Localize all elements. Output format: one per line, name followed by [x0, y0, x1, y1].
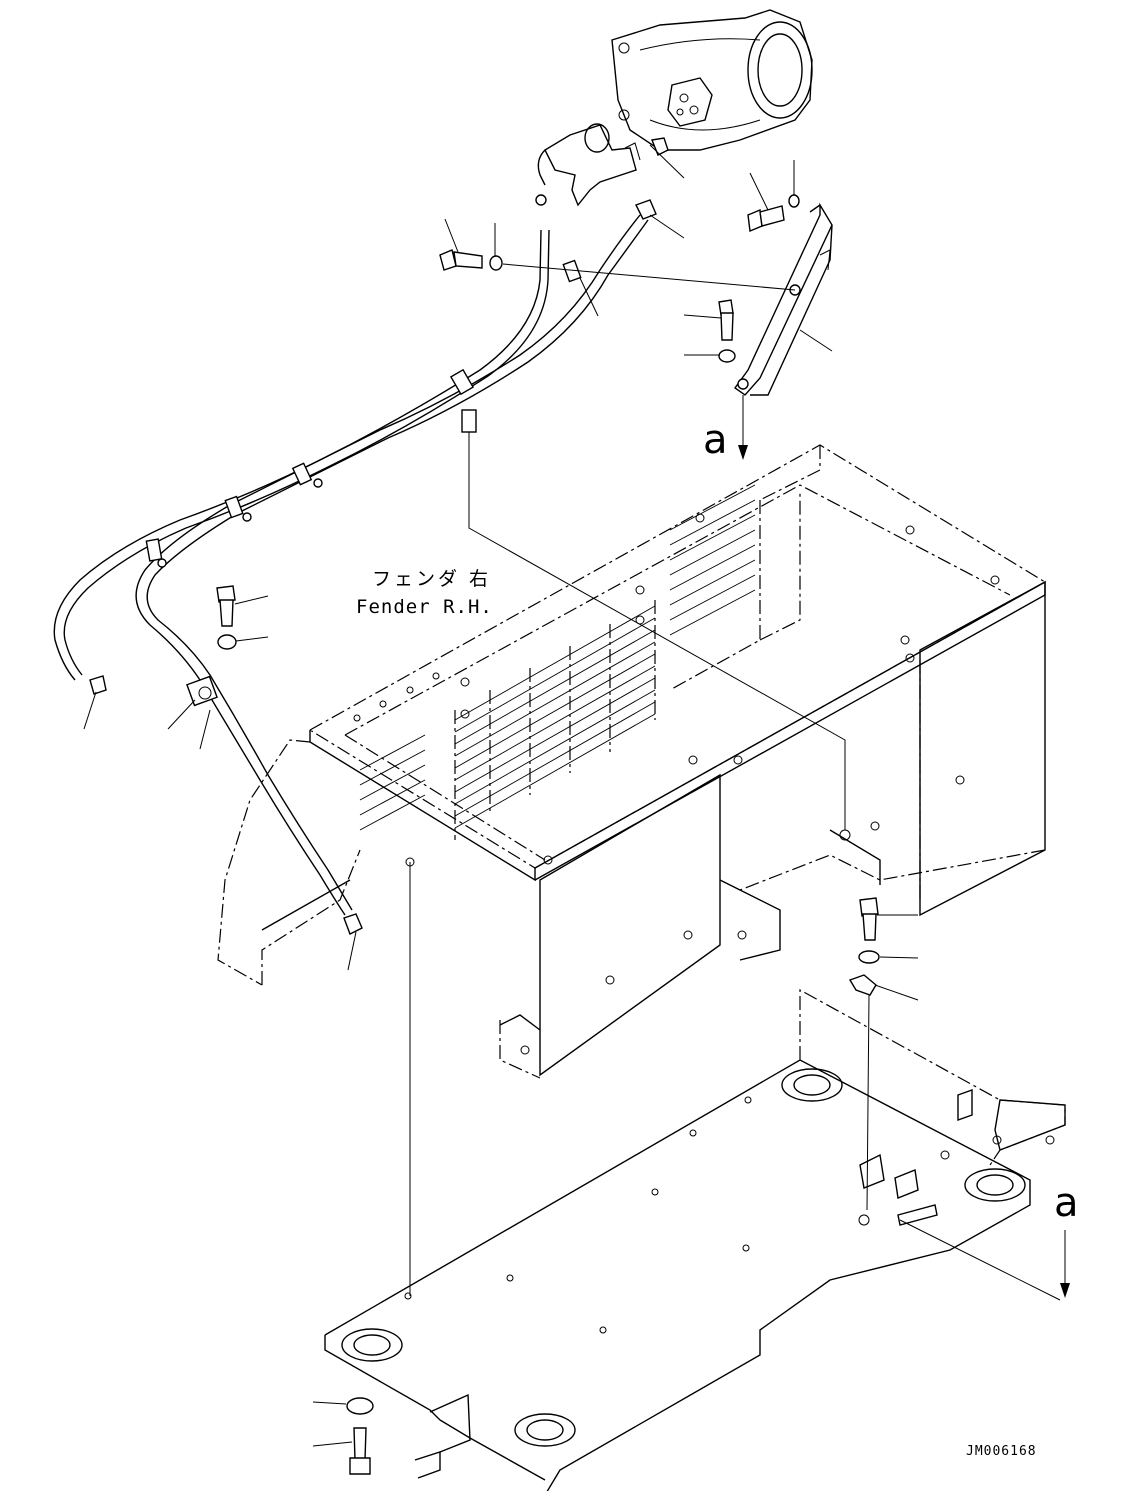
leader-line-icon	[312, 1401, 347, 1405]
leader-line-icon	[347, 931, 357, 971]
leader-line-icon	[749, 172, 769, 211]
washer-icon	[718, 349, 736, 363]
fender-frame	[217, 444, 1047, 1079]
leader-line-icon	[444, 218, 459, 253]
washer-icon	[858, 950, 880, 964]
leader-line-icon	[199, 709, 211, 750]
view-arrow-icon	[1060, 1230, 1070, 1298]
assembly-lines	[409, 263, 1061, 1301]
leader-line-icon	[799, 329, 833, 352]
hose-assembly	[53, 199, 657, 935]
leader-line-icon	[683, 314, 722, 319]
bolt-icon	[216, 585, 236, 627]
leader-line-icon	[879, 956, 919, 959]
leader-line-icon	[649, 214, 685, 239]
leader-line-icon	[579, 277, 599, 317]
mounting-bracket	[734, 202, 833, 396]
leader-line-icon	[649, 144, 685, 179]
vent-grill	[359, 484, 756, 840]
bolt-icon	[718, 299, 734, 341]
fender-label-en: Fender R.H.	[356, 596, 493, 618]
leader-lines	[83, 144, 919, 1447]
leader-line-icon	[312, 1441, 353, 1447]
washer-icon	[346, 1397, 374, 1415]
bolt-icon	[349, 1427, 371, 1475]
view-marker-top: a	[703, 417, 728, 463]
leader-line-icon	[235, 636, 269, 642]
fasteners	[216, 194, 880, 1475]
leader-line-icon	[167, 699, 196, 730]
mounting-holes	[353, 513, 1000, 1055]
horn-assembly	[535, 9, 813, 207]
bolt-icon	[747, 205, 785, 233]
drawing-code: JM006168	[966, 1444, 1037, 1459]
washer-icon	[217, 634, 237, 650]
clip-icon	[848, 974, 877, 996]
leader-line-icon	[874, 984, 919, 1001]
bolt-icon	[859, 897, 879, 941]
floor-plate	[324, 988, 1066, 1491]
view-marker-right: a	[1054, 1180, 1079, 1226]
fender-label-jp: フェンダ 右	[372, 568, 492, 590]
leader-line-icon	[83, 691, 97, 730]
washer-icon	[788, 194, 800, 208]
bolt-icon	[439, 249, 483, 271]
leader-line-icon	[234, 595, 269, 605]
grommet-icon	[461, 409, 477, 433]
view-arrow-icon	[738, 400, 748, 460]
washer-icon	[489, 255, 503, 271]
